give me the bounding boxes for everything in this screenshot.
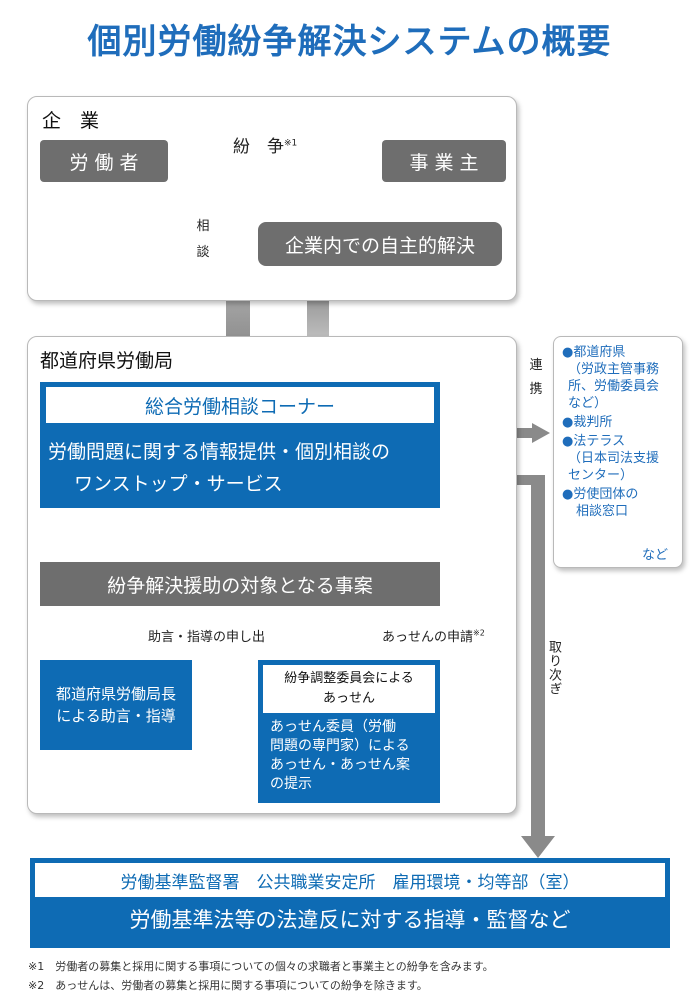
partners-list: ●都道府県 （労政主管事務 所、労働委員会 など） ●裁判所 ●法テラス （日本… [562, 344, 659, 520]
partners-etc: など [642, 548, 669, 563]
consult-label: 相 談 [196, 219, 222, 260]
director-advice-box: 都道府県労働局長 による助言・指導 [40, 660, 192, 750]
employer-box: 事 業 主 [382, 140, 506, 182]
advice-request-label: 助言・指導の申し出 [148, 630, 266, 645]
relay-label: 取り次ぎ [546, 640, 561, 696]
footnote-2: ※2 あっせんは、労働者の募集と採用に関する事項についての紛争を除きます。 [28, 979, 428, 992]
partner-item: ●法テラス （日本司法支援 センター） [562, 434, 660, 483]
footnote-1: ※1 労働者の募集と採用に関する事項についての個々の求職者と事業主との紛争を含み… [28, 960, 494, 973]
committee-title: 紛争調整委員会による あっせん [263, 665, 435, 713]
committee-desc-line: あっせん委員（労働 [270, 719, 396, 735]
director-line-2: による助言・指導 [56, 707, 176, 725]
link-label: 連 携 [529, 358, 556, 397]
committee-desc: あっせん委員（労働 問題の専門家）による あっせん・あっせん案 の提示 [270, 718, 410, 794]
partner-item: ●裁判所 [562, 415, 613, 430]
company-region [27, 96, 517, 301]
bureau-label: 都道府県労働局 [40, 350, 174, 372]
relay-arrow [440, 475, 555, 858]
target-cases-box: 紛争解決援助の対象となる事案 [40, 562, 440, 606]
mediation-request-label: あっせんの申請※2 [382, 628, 485, 645]
committee-desc-line: あっせん・あっせん案 [270, 757, 410, 773]
director-line-1: 都道府県労働局長 [55, 685, 176, 703]
corner-title: 総合労働相談コーナー [46, 387, 434, 423]
page-title: 個別労働紛争解決システムの概要 [87, 22, 612, 62]
dispute-label: 紛 争※1 [233, 137, 298, 157]
committee-desc-line: の提示 [270, 776, 312, 792]
offices-bottom: 労働基準法等の法違反に対する指導・監督など [129, 908, 571, 932]
partners-box [553, 336, 683, 568]
offices-line: 労働基準監督署 公共職業安定所 雇用環境・均等部（室） [35, 863, 665, 897]
committee-line-1: 紛争調整委員会による [284, 671, 414, 686]
committee-line-2: あっせん [322, 691, 375, 706]
committee-desc-line: 問題の専門家）による [270, 738, 410, 754]
service-line-2: ワンストップ・サービス [74, 473, 283, 495]
self-resolution-box: 企業内での自主的解決 [258, 222, 502, 266]
partner-item: ●労使団体の 相談窓口 [562, 487, 639, 519]
service-line-1: 労働問題に関する情報提供・個別相談の [48, 441, 391, 463]
worker-box: 労 働 者 [40, 140, 168, 182]
up-arrow-self-resolve [295, 264, 341, 382]
partner-item: ●都道府県 （労政主管事務 所、労働委員会 など） [562, 345, 660, 411]
company-label: 企 業 [42, 110, 100, 132]
